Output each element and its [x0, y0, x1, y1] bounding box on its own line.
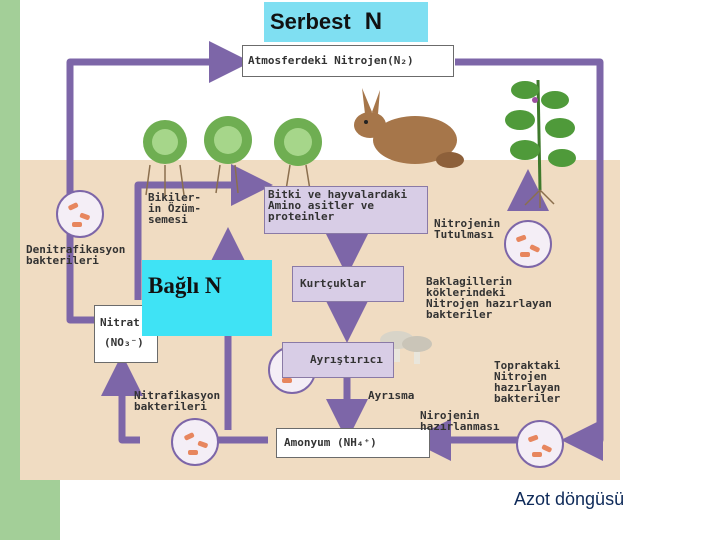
decay-label: Ayrısma	[368, 389, 415, 402]
worms-box	[292, 266, 404, 302]
free-nitrogen-symbol: N	[364, 8, 383, 35]
denitrification-arrow	[66, 41, 251, 324]
assimilation-arrow	[134, 164, 273, 300]
nitrification-up-arrow	[101, 354, 143, 444]
cabbage-icon	[143, 116, 322, 197]
free-nitrogen-word: Serbest	[270, 9, 351, 34]
atmosphere-label: Atmosferdeki Nitrojen(N₂)	[248, 54, 414, 67]
fixation-arrow	[455, 58, 604, 461]
free-nitrogen-title: Serbest N	[264, 2, 428, 42]
atmosphere-box	[242, 45, 454, 77]
ammonium-label: Amonyum (NH₄⁺)	[284, 436, 377, 449]
amino-box	[264, 186, 428, 234]
worms-label: Kurtçuklar	[300, 277, 367, 290]
nitrate-formula: (NO₃⁻)	[104, 336, 144, 349]
rabbit-icon	[354, 88, 464, 168]
decomposer-label: Ayrıştırıcı	[310, 353, 383, 366]
ammonium-box	[276, 428, 430, 458]
ammonification-label: Nirojenin hazırlanması	[420, 409, 500, 433]
bean-plant-icon	[505, 79, 576, 208]
caption: Azot döngüsü	[514, 489, 625, 509]
decomposer-box	[282, 342, 394, 378]
assimilation-label: Bikiler- in Özüm- semesi	[148, 191, 201, 226]
nitrification-label: Nitrafikasyon bakterileri	[134, 389, 221, 413]
fixed-nitrogen-label: Bağlı N	[142, 260, 272, 336]
legume-bacteria-label: Baklagillerin köklerindeki Nitrojen hazı…	[426, 275, 552, 321]
denitrification-label: Denitrafikasyon bakterileri	[26, 243, 126, 267]
nitrate-name: Nitrat	[100, 316, 140, 329]
amino-label: Bitki ve hayvalardaki Amino asitler ve p…	[268, 188, 408, 223]
soil-bacteria-label: Topraktaki Nitrojen hazırlayan bakterile…	[494, 359, 561, 405]
nitrogen-cycle-diagram: Atmosferdeki Nitrojen(N₂) Bitki ve hayva…	[20, 0, 620, 480]
fixation-label: Nitrojenin Tutulması	[434, 217, 501, 241]
